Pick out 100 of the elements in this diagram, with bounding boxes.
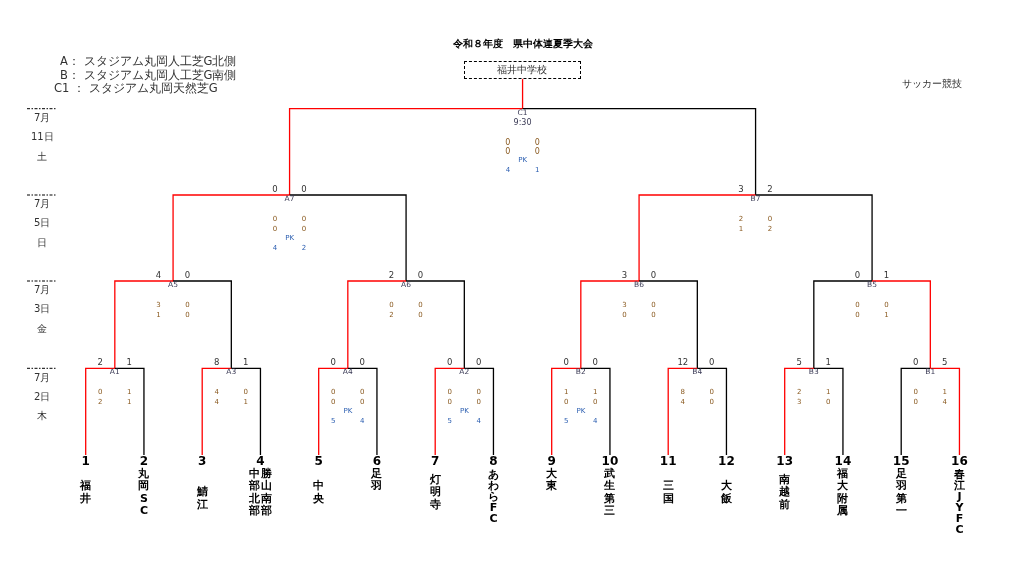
venue-note: A： スタジアム丸岡人工芝G北側: [60, 56, 237, 68]
score-label: 0: [184, 270, 191, 280]
score-label: 0: [330, 358, 336, 367]
team-name: 大飯: [720, 480, 733, 506]
month-label: 7月: [34, 112, 51, 123]
score-label: 0: [417, 270, 424, 280]
day-label: 3日: [34, 304, 51, 315]
team-number: 13: [776, 455, 794, 467]
team-number: 8: [489, 455, 498, 467]
score-label: 0: [447, 358, 453, 367]
team-number: 1: [81, 455, 90, 467]
bracket-line: [696, 367, 728, 456]
bracket-line: [521, 108, 757, 196]
team-number: 12: [718, 455, 735, 467]
team-name: 丸岡SC: [137, 467, 150, 518]
month-label: 7月: [34, 372, 51, 383]
team-number: 9: [547, 455, 556, 467]
team-name: 鯖江: [196, 486, 209, 512]
team-name: 三国: [662, 480, 675, 506]
team-name: 足羽: [370, 467, 383, 493]
bracket-line: [638, 280, 698, 369]
team-name: 灯明寺: [429, 473, 442, 512]
bracket-line: [929, 367, 961, 456]
team-name: 勝山南部中部北部: [248, 467, 273, 518]
score-label: 1: [126, 358, 132, 367]
score-label: 1: [243, 358, 249, 367]
team-number: 2: [139, 455, 149, 467]
team-name: 南越前: [778, 473, 791, 512]
bracket-line: [784, 367, 815, 456]
half-score: 0: [505, 147, 511, 156]
score-label: 5: [942, 358, 948, 367]
kickoff-time: 9:30: [513, 118, 532, 127]
half-score: 0: [505, 138, 511, 147]
score-label: 0: [272, 184, 278, 194]
team-name: 武生第三: [603, 467, 616, 518]
bracket-line: [114, 280, 174, 369]
score-label: 8: [214, 358, 220, 367]
weekday-label: 金: [37, 324, 48, 335]
team-name: 福大附属: [836, 467, 849, 518]
team-name: あわらFC: [487, 468, 500, 524]
bracket-line: [638, 194, 757, 282]
team-name: 中央: [312, 480, 325, 506]
bracket-line: [551, 367, 582, 456]
bracket-line: [871, 280, 931, 369]
half-score: 0: [534, 147, 540, 156]
score-label: 0: [592, 358, 598, 367]
bracket-line: [347, 280, 407, 369]
score-label: 1: [883, 270, 890, 280]
bracket-line: [580, 280, 640, 369]
score-label: 0: [359, 358, 365, 367]
score-label: 2: [388, 270, 395, 280]
team-number: 14: [834, 455, 852, 467]
score-label: 3: [738, 184, 744, 194]
score-label: 0: [563, 358, 569, 367]
weekday-label: 日: [37, 237, 48, 248]
day-label: 2日: [34, 391, 51, 402]
team-number: 7: [431, 455, 440, 467]
bracket-line: [521, 78, 524, 110]
score-label: 0: [650, 270, 657, 280]
score-label: 1: [825, 358, 831, 367]
weekday-label: 木: [37, 410, 48, 421]
team-name: 大東: [545, 467, 558, 493]
score-label: 0: [476, 358, 482, 367]
score-label: 3: [621, 270, 628, 280]
bracket-line: [230, 367, 262, 456]
bracket-line: [172, 194, 291, 282]
bracket-line: [405, 280, 465, 369]
team-name: 福井: [79, 480, 92, 506]
score-label: 0: [301, 184, 307, 194]
bracket-line: [463, 367, 495, 456]
team-number: 10: [601, 455, 619, 467]
bracket-line: [813, 280, 873, 369]
team-number: 15: [892, 455, 910, 467]
weekday-label: 土: [37, 151, 48, 162]
score-label: 0: [709, 358, 715, 367]
bracket-line: [434, 367, 465, 456]
score-label: 2: [97, 358, 103, 367]
team-number: 4: [256, 455, 265, 467]
month-label: 7月: [34, 199, 51, 210]
half-score: 0: [534, 138, 540, 147]
bracket-line: [754, 194, 873, 282]
team-name: 春江JYFC: [953, 468, 966, 535]
winner-box: 福井中学校: [464, 60, 581, 80]
score-label: 5: [796, 358, 802, 367]
team-number: 6: [372, 455, 382, 467]
event-name: サッカー競技: [902, 79, 962, 89]
bracket-line: [288, 194, 407, 282]
day-label: 5日: [34, 218, 51, 229]
team-number: 5: [314, 455, 323, 467]
score-label: 0: [913, 358, 919, 367]
bracket-line: [201, 367, 232, 456]
score-label: 2: [767, 184, 773, 194]
team-name: 足羽第一: [895, 467, 908, 518]
team-number: 3: [198, 455, 207, 467]
month-label: 7月: [34, 285, 51, 295]
score-label: 0: [854, 270, 861, 280]
bracket-line: [318, 367, 349, 456]
bracket-line: [172, 280, 232, 369]
bracket-line: [85, 367, 116, 456]
bracket-line: [347, 367, 378, 456]
